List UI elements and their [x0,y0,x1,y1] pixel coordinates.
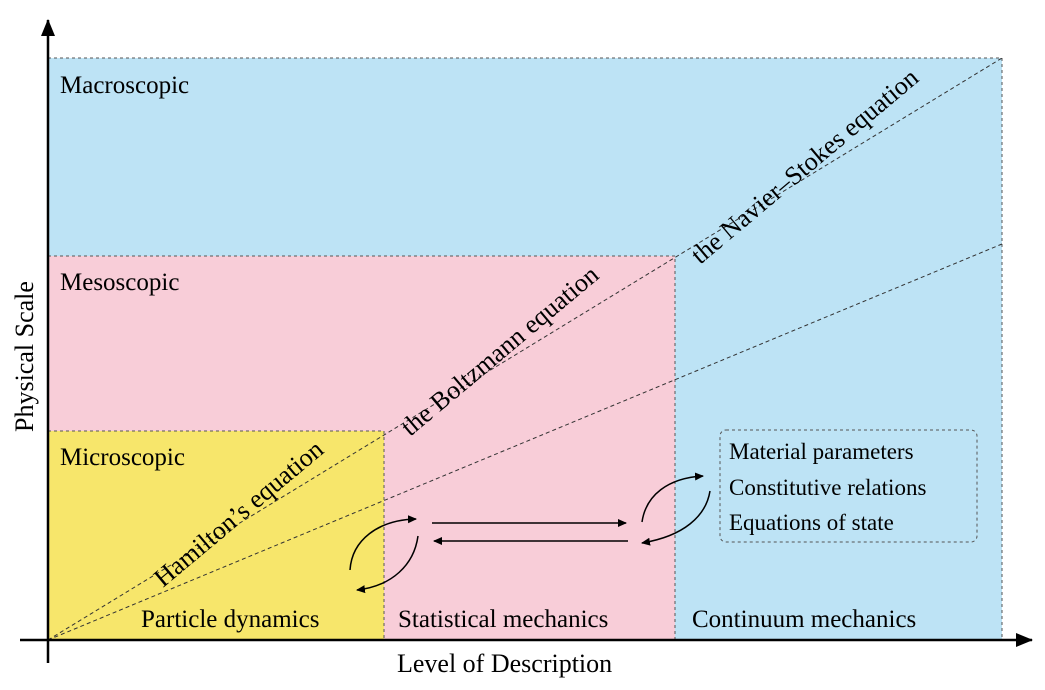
curved-arrow-micro-to-meso [349,515,417,571]
navier-stokes-line [47,57,1003,641]
mesoscopic-label: Mesoscopic [60,269,179,296]
curved-arrow-meso-to-continuum [641,472,704,523]
y-axis-label: Physical Scale [10,281,39,432]
info-box [719,429,978,543]
microscopic-region [47,430,385,641]
statistical-mechanics-label: Statistical mechanics [398,606,608,633]
curved-arrow-continuum-to-meso [641,490,711,546]
info-box-line-2: Constitutive relations [729,475,926,500]
info-box-line-3: Equations of state [729,510,894,535]
particle-dynamics-label: Particle dynamics [141,606,319,633]
info-box-line-1: Material parameters [729,439,914,464]
curved-arrow-meso-to-micro [356,535,419,594]
microscopic-label: Microscopic [60,444,185,471]
continuum-mechanics-label: Continuum mechanics [692,606,916,633]
macroscopic-label: Macroscopic [60,72,189,99]
x-axis-label: Level of Description [397,649,612,678]
